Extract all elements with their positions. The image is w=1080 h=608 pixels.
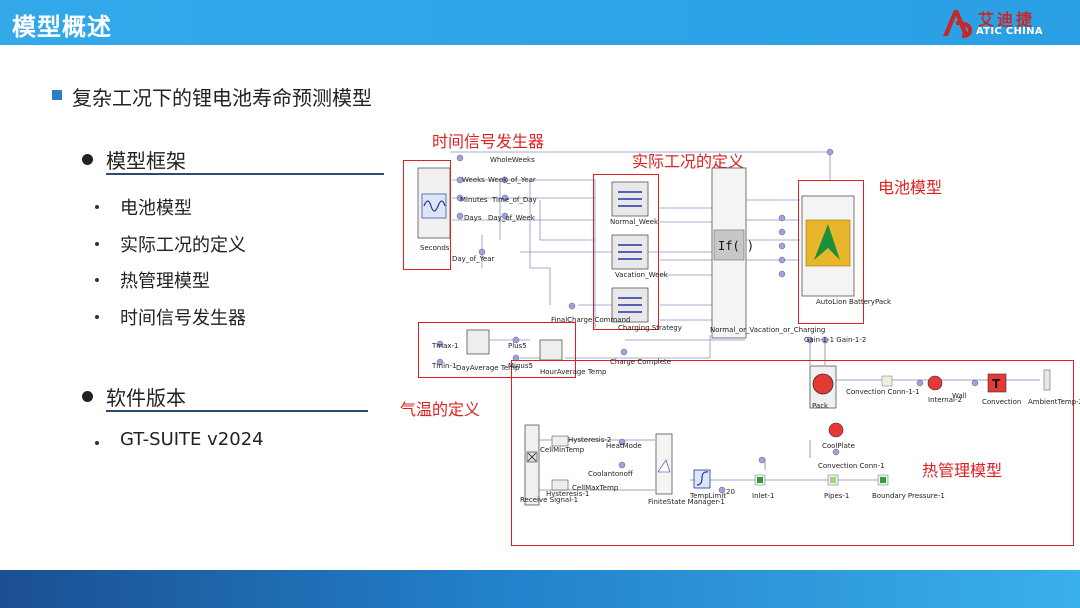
component-label: HeatMode — [606, 442, 642, 450]
section-bullet-icon — [82, 391, 93, 402]
heading-bullet-icon — [52, 90, 62, 100]
component-label: TempLimit — [690, 492, 727, 500]
component-label: 20 — [726, 488, 735, 496]
component-label: Day_of_Year — [452, 255, 495, 263]
page-title: 模型概述 — [12, 13, 112, 41]
component-label: Plus5 — [508, 342, 527, 350]
section-underline — [106, 410, 368, 412]
component-label: Boundary Pressure-1 — [872, 492, 945, 500]
list-item: 电池模型 — [120, 198, 192, 219]
list-item: GT-SUITE v2024 — [120, 429, 264, 450]
footer-band — [0, 570, 1080, 608]
battery-model-box — [798, 180, 864, 324]
diagram-wires: If( ) T — [417, 148, 1051, 506]
item-bullet-icon — [95, 205, 99, 209]
list-item: 实际工况的定义 — [120, 235, 246, 256]
component-label: Week_of_Year — [488, 176, 536, 184]
component-label: Minutes — [460, 196, 488, 204]
component-label: DayAverage Temp — [456, 364, 520, 372]
component-label: Convection — [982, 398, 1022, 406]
header-bar: 模型概述 艾迪捷 ATIC CHINA — [0, 0, 1080, 45]
logo-icon — [943, 10, 973, 38]
annotation-battery-model: 电池模型 — [878, 178, 943, 197]
item-bullet-icon — [95, 441, 99, 445]
component-label: Tmin-1 — [432, 362, 457, 370]
component-label: Weeks — [462, 176, 485, 184]
air-temp-box — [418, 322, 576, 378]
annotation-time-signal: 时间信号发生器 — [432, 132, 545, 151]
thermal-model-box — [511, 360, 1074, 546]
component-label: Vacation_Week — [615, 271, 668, 279]
item-bullet-icon — [95, 242, 99, 246]
component-label: Charging Strategy — [618, 324, 682, 332]
company-logo: 艾迪捷 ATIC CHINA — [940, 6, 1052, 40]
section-bullet-icon — [82, 154, 93, 165]
component-label: Days — [464, 214, 482, 222]
component-label: Pack — [812, 402, 829, 410]
annotation-thermal-model: 热管理模型 — [922, 461, 1003, 480]
component-label: Coolantonoff — [588, 470, 633, 478]
component-label: WholeWeeks — [490, 156, 535, 164]
item-bullet-icon — [95, 278, 99, 282]
component-label: Seconds — [420, 244, 450, 252]
svg-text:T: T — [992, 377, 1001, 391]
component-label: Time_of_Day — [492, 196, 537, 204]
component-label: Receive Signal-1 — [520, 496, 579, 504]
component-label: Wall — [952, 392, 967, 400]
svg-text:If( ): If( ) — [718, 239, 754, 253]
item-bullet-icon — [95, 315, 99, 319]
annotation-operating-condition: 实际工况的定义 — [632, 152, 745, 171]
section-title-framework: 模型框架 — [106, 149, 186, 173]
component-label: Pipes-1 — [824, 492, 850, 500]
section-title-version: 软件版本 — [106, 386, 186, 410]
component-label: Normal_or_Vacation_or_Charging — [710, 326, 826, 334]
component-label: HourAverage Temp — [540, 368, 607, 376]
time-signal-box — [403, 160, 451, 270]
component-label: Internal-2 — [928, 396, 962, 404]
annotation-air-temp: 气温的定义 — [400, 400, 481, 419]
component-label: Convection Conn-1-1 — [846, 388, 920, 396]
component-label: Gain-1-1 Gain-1-2 — [804, 336, 867, 344]
component-label: Minus5 — [508, 362, 533, 370]
logo-name-cn: 艾迪捷 — [978, 10, 1036, 29]
list-item: 热管理模型 — [120, 271, 210, 292]
component-label: Hysteresis-1 — [546, 490, 590, 498]
main-heading: 复杂工况下的锂电池寿命预测模型 — [72, 86, 372, 110]
list-item: 时间信号发生器 — [120, 308, 246, 329]
component-label: CoolPlate — [822, 442, 855, 450]
component-label: Charge Complete — [610, 358, 672, 366]
component-label: Inlet-1 — [752, 492, 775, 500]
component-label: CellMinTemp — [540, 446, 585, 454]
model-diagram: If( ) T — [400, 140, 1080, 560]
component-label: Normal_Week — [610, 218, 659, 226]
component-label: FiniteState Manager-1 — [648, 498, 725, 506]
component-label: CellMaxTemp — [572, 484, 619, 492]
component-label: Day_of_Week — [488, 214, 535, 222]
logo-name-en: ATIC CHINA — [976, 26, 1043, 37]
component-label: Tmax-1 — [432, 342, 459, 350]
section-underline — [106, 173, 384, 175]
component-label: FinalCharge Command — [551, 316, 631, 324]
component-label: Convection Conn-1 — [818, 462, 885, 470]
operating-condition-box — [593, 174, 659, 330]
component-label: AmbientTemp-2 — [1028, 398, 1080, 406]
component-label: Hysteresis-2 — [568, 436, 612, 444]
component-label: AutoLion BatteryPack — [816, 298, 892, 306]
